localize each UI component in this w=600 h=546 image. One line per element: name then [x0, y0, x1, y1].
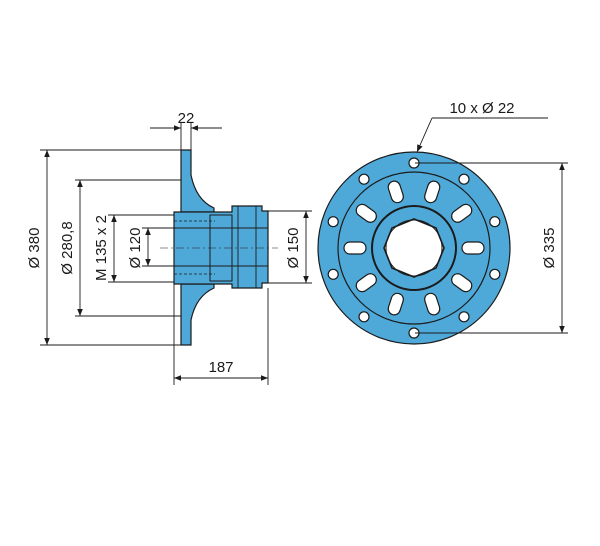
bolt-hole	[358, 173, 370, 185]
dim-length: 187	[208, 359, 233, 376]
bolt-hole	[489, 216, 501, 228]
side-view	[160, 149, 278, 346]
bolt-holes	[327, 157, 501, 339]
spoke-window	[355, 203, 377, 223]
spoke-windows	[343, 180, 485, 316]
bolt-hole	[489, 268, 501, 280]
bolt-hole	[358, 311, 370, 323]
spoke-window	[451, 273, 473, 293]
front-view	[317, 151, 511, 345]
dim-bore: Ø 120	[127, 228, 144, 269]
dim-bolt-circle-side: Ø 280,8	[59, 221, 76, 274]
dim-hub-diameter: Ø 150	[285, 228, 302, 269]
bolt-hole	[458, 173, 470, 185]
spoke-window	[424, 292, 441, 316]
bolt-hole	[458, 311, 470, 323]
dim-bolt-holes: 10 x Ø 22	[449, 100, 514, 117]
bore-outline	[385, 219, 443, 277]
spoke-window	[387, 180, 404, 204]
bolt-hole	[327, 268, 339, 280]
spoke-window	[424, 180, 441, 204]
dim-bolt-circle: Ø 335	[541, 228, 558, 269]
spoke-window	[343, 241, 367, 255]
flange-section-lower	[180, 283, 215, 346]
side-dimensions	[40, 122, 312, 385]
center-bore	[383, 218, 445, 278]
dim-flange-thickness: 22	[178, 110, 195, 127]
dim-flange-diameter: Ø 380	[26, 228, 43, 269]
bolt-hole	[327, 216, 339, 228]
spoke-window	[451, 203, 473, 223]
hub-body	[173, 205, 269, 289]
dim-thread: M 135 x 2	[93, 215, 110, 281]
spoke-window	[387, 292, 404, 316]
spoke-window	[461, 241, 485, 255]
spoke-window	[355, 273, 377, 293]
front-dimensions	[415, 117, 568, 334]
flange-section	[180, 149, 215, 213]
